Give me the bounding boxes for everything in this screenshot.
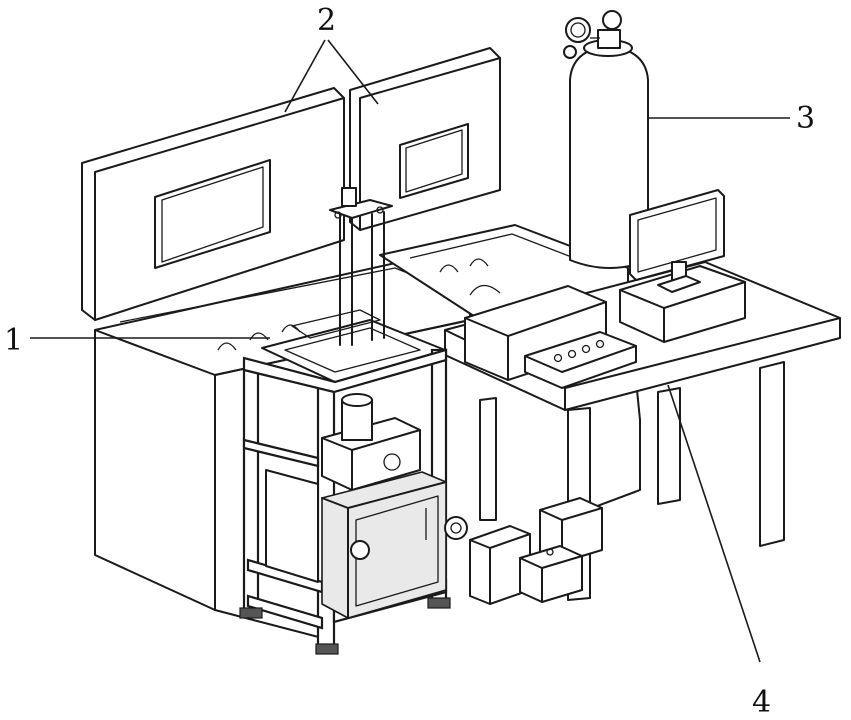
callout-label-2: 2 [317, 3, 336, 38]
callout-label-1: 1 [4, 323, 23, 358]
callout-label-3: 3 [796, 101, 815, 136]
callout-label-4: 4 [752, 685, 771, 720]
leader-line-4 [668, 385, 760, 662]
